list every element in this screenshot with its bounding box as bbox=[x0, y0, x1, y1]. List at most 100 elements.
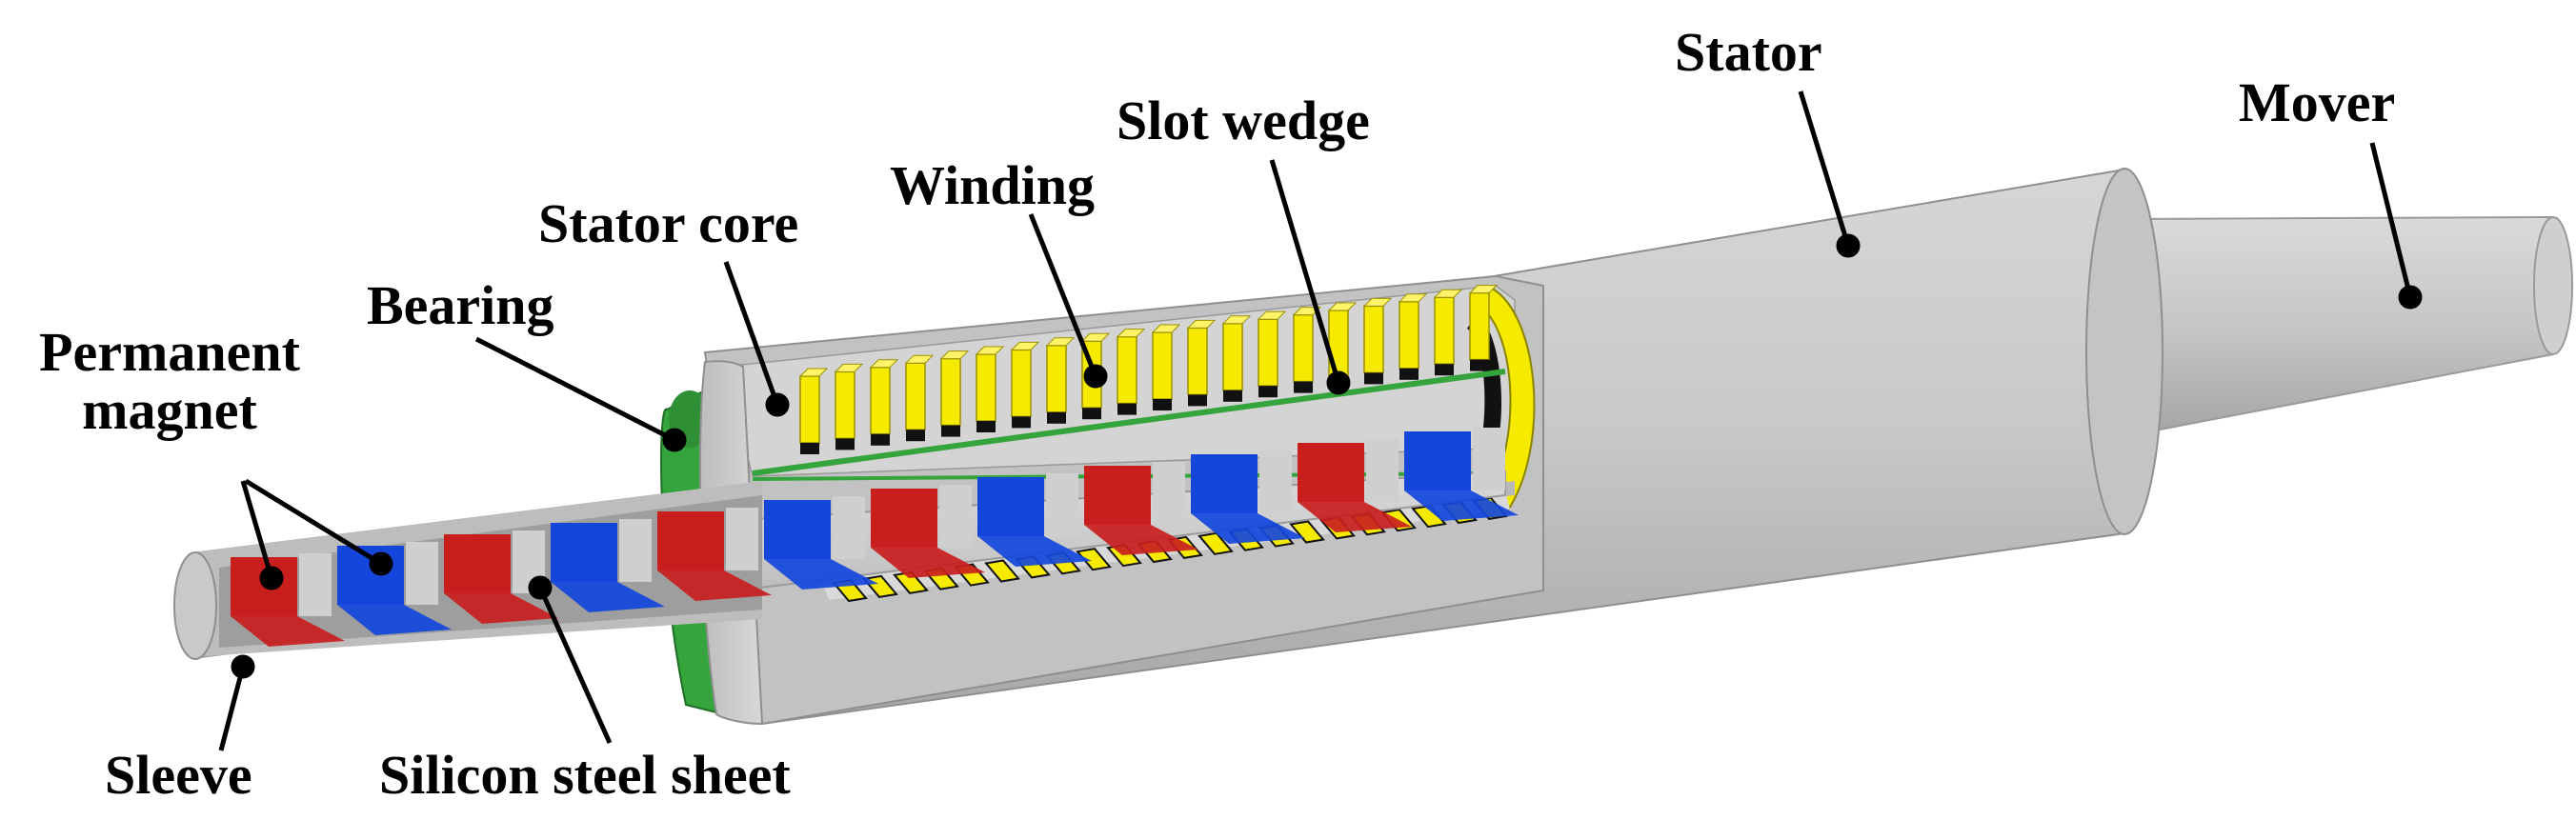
magnet-red bbox=[871, 485, 985, 578]
winding-slot-lower bbox=[1411, 505, 1447, 529]
silicon-steel-sheet bbox=[406, 542, 438, 605]
label-stator-core: Stator core bbox=[538, 192, 799, 254]
winding-tooth bbox=[1151, 324, 1181, 410]
magnet-red bbox=[1298, 439, 1412, 532]
slot-wedge bbox=[800, 443, 819, 454]
slot-wedge bbox=[906, 430, 925, 442]
winding-tooth bbox=[1433, 289, 1463, 376]
leader-sleeve-dot bbox=[231, 654, 255, 679]
label-stator: Stator bbox=[1675, 21, 1822, 83]
silicon-steel-sheet bbox=[1259, 450, 1292, 513]
silicon-steel-sheet bbox=[1046, 473, 1078, 536]
label-permanent-magnet-line1: Permanent bbox=[39, 321, 300, 383]
leader-stator-dot bbox=[1836, 233, 1861, 258]
winding-tooth bbox=[1186, 319, 1217, 407]
label-permanent-magnet-line2: magnet bbox=[82, 378, 257, 441]
winding-tooth bbox=[1398, 293, 1428, 380]
slot-wedge bbox=[976, 421, 996, 432]
silicon-steel-sheet bbox=[1473, 428, 1505, 490]
magnet-blue bbox=[764, 496, 878, 590]
leader-mover bbox=[2369, 142, 2413, 298]
leader-silicon-steel-dot bbox=[528, 575, 553, 600]
winding-tooth bbox=[1045, 337, 1076, 424]
leader-bearing bbox=[474, 336, 676, 443]
label-winding: Winding bbox=[890, 154, 1095, 216]
leader-stator-core bbox=[723, 261, 780, 406]
winding-tooth bbox=[1116, 329, 1146, 415]
slot-wedge bbox=[1435, 364, 1454, 376]
slot-wedge bbox=[1117, 403, 1137, 415]
label-mover: Mover bbox=[2239, 71, 2396, 133]
magnet-blue bbox=[337, 542, 452, 635]
magnet-row bbox=[231, 428, 1519, 647]
slot-wedge bbox=[1364, 372, 1383, 385]
label-sleeve: Sleeve bbox=[105, 744, 252, 806]
leader-slot-wedge-dot bbox=[1326, 370, 1351, 395]
magnet-blue bbox=[977, 473, 1092, 567]
silicon-steel-sheet bbox=[833, 496, 865, 559]
slot-wedge bbox=[871, 433, 890, 446]
winding-tooth bbox=[904, 354, 935, 442]
slot-wedge bbox=[941, 425, 960, 437]
silicon-steel-sheet bbox=[299, 553, 332, 616]
leader-stator bbox=[1798, 90, 1851, 247]
label-slot-wedge: Slot wedge bbox=[1117, 90, 1370, 151]
magnet-blue bbox=[551, 519, 665, 612]
silicon-steel-sheet bbox=[726, 508, 758, 570]
magnet-red bbox=[657, 508, 772, 601]
leader-mover-dot bbox=[2398, 285, 2423, 310]
winding-tooth bbox=[1362, 297, 1393, 385]
winding-tooth bbox=[869, 359, 899, 446]
winding-tooth bbox=[939, 350, 970, 437]
magnet-red bbox=[1084, 462, 1198, 555]
leader-magnet-b bbox=[244, 478, 383, 567]
slot-wedge bbox=[1012, 416, 1031, 429]
label-bearing: Bearing bbox=[367, 274, 554, 336]
magnet-red bbox=[444, 530, 558, 624]
winding-tooth bbox=[834, 363, 864, 450]
leader-winding-dot bbox=[1083, 364, 1108, 389]
slot-wedge bbox=[1294, 381, 1313, 393]
mover-shaft bbox=[2114, 215, 2573, 440]
winding-tooth bbox=[1292, 307, 1322, 393]
slot-wedge bbox=[1258, 386, 1278, 398]
leader-magnet-a bbox=[240, 480, 274, 579]
leader-silicon-steel bbox=[537, 586, 613, 745]
slot-wedge bbox=[1047, 411, 1066, 424]
silicon-steel-sheet bbox=[1366, 439, 1399, 502]
slot-wedge bbox=[1153, 399, 1172, 410]
slot-wedge bbox=[1470, 359, 1489, 371]
slot-wedge bbox=[1188, 394, 1207, 407]
label-silicon-steel-sheet: Silicon steel sheet bbox=[379, 744, 791, 806]
slot-wedge bbox=[1223, 390, 1242, 402]
winding-tooth bbox=[975, 346, 1005, 432]
leader-magnet-a-dot bbox=[259, 566, 284, 590]
magnet-red bbox=[231, 553, 345, 647]
winding-slot-lower bbox=[1076, 548, 1112, 571]
leader-slot-wedge bbox=[1269, 159, 1341, 384]
winding-tooth bbox=[1257, 310, 1287, 398]
magnet-blue bbox=[1404, 428, 1519, 521]
winding-tooth bbox=[1221, 315, 1252, 402]
leader-magnet-b-dot bbox=[369, 551, 393, 576]
leader-lines bbox=[218, 90, 2423, 751]
slot-wedge bbox=[1082, 408, 1101, 420]
winding-slot-lower bbox=[984, 559, 1020, 583]
leader-sleeve bbox=[218, 666, 246, 751]
leader-bearing-dot bbox=[662, 428, 687, 452]
winding-tooth bbox=[1468, 285, 1499, 371]
silicon-steel-sheet bbox=[619, 519, 652, 582]
slot-wedge bbox=[835, 438, 855, 450]
silicon-steel-sheet bbox=[939, 485, 972, 548]
winding-tooth bbox=[1010, 341, 1040, 429]
magnet-blue bbox=[1191, 450, 1305, 544]
slot-wedge bbox=[1399, 368, 1419, 380]
winding-slot-lower bbox=[1197, 531, 1234, 555]
label-permanent-magnet: Permanent magnet bbox=[8, 321, 332, 441]
leader-stator-core-dot bbox=[765, 392, 790, 417]
winding-tooth bbox=[798, 368, 829, 454]
leader-winding bbox=[1028, 213, 1098, 377]
silicon-steel-sheet bbox=[1153, 462, 1185, 525]
